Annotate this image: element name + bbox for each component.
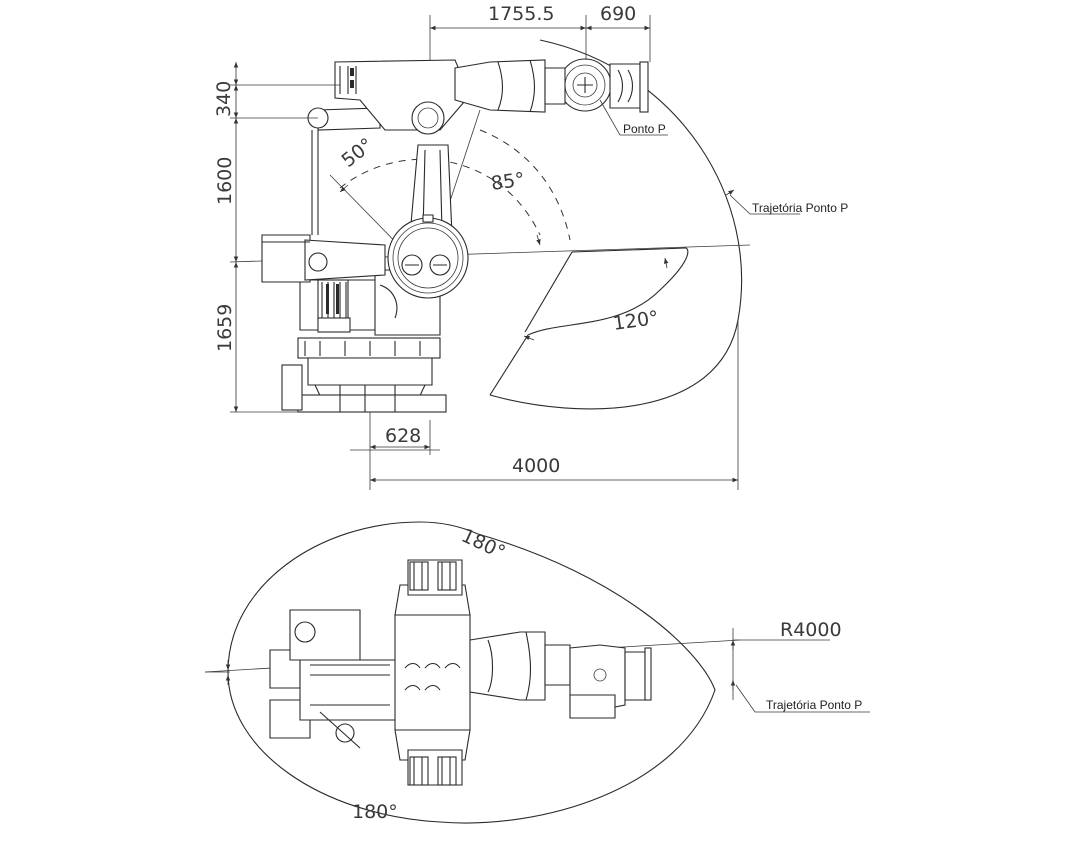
angle-rotation-top: 180° [458,525,509,564]
dim-max-reach: 4000 [512,455,560,477]
forearm [307,59,546,135]
side-view: 1755.5 690 340 1600 1659 628 4000 50° 85… [213,3,848,490]
angle-axis2-forward: 50° [338,134,378,172]
top-work-envelope [227,521,716,824]
dim-wrist-offset: 690 [600,3,636,25]
angle-axis3: 120° [612,307,660,335]
label-trajectory-side: Trajetória Ponto P [752,201,848,215]
top-view: 180° 180° R4000 Trajetória Ponto P [204,521,870,824]
dim-upper-arm: 1600 [214,157,236,205]
top-forearm [469,631,571,701]
side-work-envelope [339,39,743,410]
wrist [544,58,649,113]
axis2-gearbox [387,214,469,299]
dim-base-height: 1659 [214,304,236,352]
dim-base-offset: 628 [385,425,421,447]
top-base [269,609,401,749]
top-hub [394,559,471,786]
dim-reach-top: 1755.5 [488,3,554,25]
dim-radius: R4000 [780,619,842,641]
dim-arm-offset: 340 [213,81,235,117]
counterbalance [261,234,386,283]
angle-rotation-bottom: 180° [352,801,398,823]
robot-column [299,269,441,336]
angle-axis2-back: 85° [490,168,526,194]
label-point-p: Ponto P [623,122,666,136]
label-trajectory-top: Trajetória Ponto P [766,698,862,712]
robot-base [281,337,447,413]
top-wrist [569,644,652,719]
